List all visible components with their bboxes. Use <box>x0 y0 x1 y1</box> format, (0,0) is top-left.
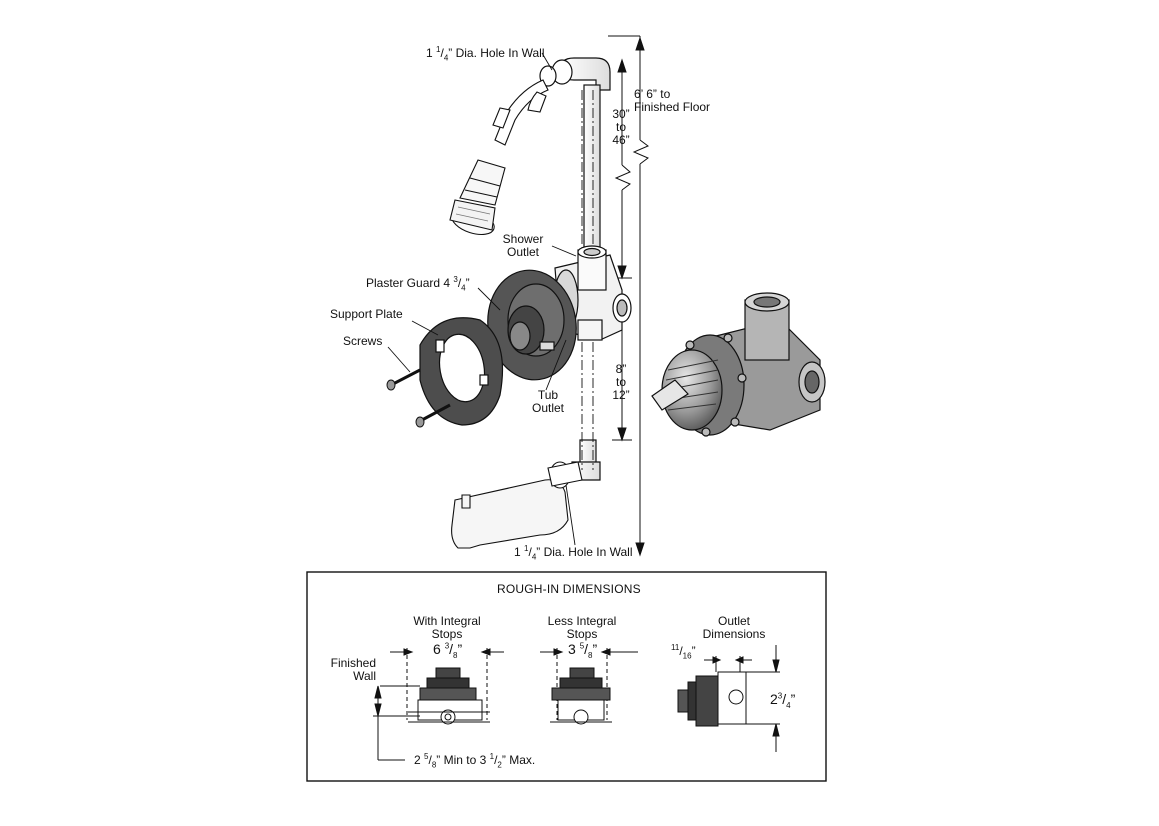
shower-arm <box>492 79 549 146</box>
outlet-width-dimension: 11/16” <box>671 643 696 661</box>
with-stops-dimension: 6 3/8” <box>433 641 463 660</box>
rough-in-box <box>306 571 827 782</box>
tub-range-line2: to <box>615 375 626 389</box>
less-stops-heading: Less Integral Stops <box>540 615 624 641</box>
tub-spout <box>451 461 583 549</box>
screws <box>386 368 451 428</box>
tub-range-line1: 8” <box>615 362 627 376</box>
leader-lines <box>387 52 577 546</box>
finished-wall-label: Finished Wall <box>326 657 376 683</box>
floor-height-line2: Finished Floor <box>634 100 711 114</box>
outlet-height-dimension: 23/4” <box>770 691 796 710</box>
tub-outlet-line1: Tub <box>537 388 559 402</box>
shower-range-line3: 46” <box>612 133 630 147</box>
rough-in-outlet-valve <box>677 645 780 752</box>
outlet-line1: Outlet <box>717 614 750 628</box>
plaster-guard-label: Plaster Guard 4 3/4” <box>366 275 470 293</box>
screws-label: Screws <box>343 334 383 348</box>
less-stops-line2: Stops <box>566 627 598 641</box>
hole-bottom-label: 1 1/4” Dia. Hole In Wall <box>514 544 633 562</box>
shower-range-line2: to <box>615 120 626 134</box>
support-plate-label: Support Plate <box>330 307 403 321</box>
with-stops-heading: With Integral Stops <box>405 615 489 641</box>
plaster-guard <box>487 269 577 381</box>
depth-range-label: 2 5/8” Min to 3 1/2” Max. <box>414 752 536 770</box>
dimension-shower-height <box>612 58 632 280</box>
with-stops-line2: Stops <box>431 627 463 641</box>
shower-range-line1: 30” <box>612 107 630 121</box>
rough-in-title: ROUGH-IN DIMENSIONS <box>497 582 641 596</box>
tub-range-line3: 12” <box>612 388 630 402</box>
finished-wall-line2: Wall <box>353 669 376 683</box>
floor-height-label: 6’ 6” to Finished Floor <box>634 88 710 114</box>
shower-outlet-line2: Outlet <box>506 245 539 259</box>
support-plate <box>419 317 503 426</box>
valve-assembled <box>651 292 826 437</box>
dimension-floor <box>608 35 649 557</box>
shower-outlet-label: Shower Outlet <box>500 233 546 259</box>
rough-in-with-stops-valve <box>390 648 504 725</box>
less-stops-dimension: 3 5/8” <box>568 641 598 660</box>
rough-in-less-stops-valve <box>540 648 638 725</box>
tub-outlet-label: Tub Outlet <box>528 389 568 415</box>
hole-top-label: 1 1/4” Dia. Hole In Wall <box>426 45 545 63</box>
less-stops-line1: Less Integral <box>547 614 617 628</box>
outlet-heading: Outlet Dimensions <box>694 615 774 641</box>
tub-outlet-line2: Outlet <box>531 401 564 415</box>
with-stops-line1: With Integral <box>413 614 481 628</box>
floor-height-line1: 6’ 6” to <box>634 87 671 101</box>
rough-in-depth-dimension <box>373 685 420 761</box>
finished-wall-line1: Finished <box>330 656 376 670</box>
tub-range-label: 8” to 12” <box>606 363 636 402</box>
shower-head <box>449 159 506 236</box>
outlet-line2: Dimensions <box>702 627 766 641</box>
shower-range-label: 30” to 46” <box>606 108 636 147</box>
shower-outlet-line1: Shower <box>502 232 544 246</box>
